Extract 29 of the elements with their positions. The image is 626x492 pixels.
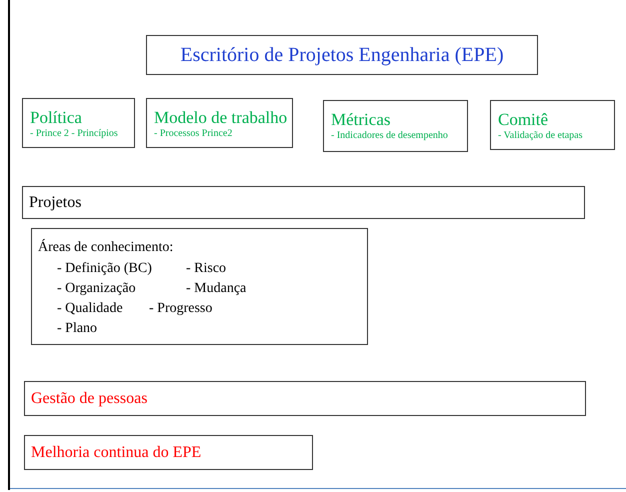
list-item: - Plano <box>57 320 98 338</box>
topic-heading: Política <box>30 108 83 127</box>
topic-heading: Comitê <box>498 110 550 129</box>
list-box <box>31 228 368 345</box>
list-item: - Risco <box>186 260 226 278</box>
topic-box <box>146 98 293 148</box>
list-item: - Mudança <box>186 280 246 298</box>
topic-box <box>323 100 468 152</box>
section-label: Gestão de pessoas <box>31 388 148 408</box>
list-item: - Organização <box>57 280 136 298</box>
list-item: - Qualidade <box>57 300 123 318</box>
topic-subtext: - Validação de etapas <box>498 129 584 143</box>
section-label: Projetos <box>29 192 82 212</box>
list-heading: Áreas de conhecimento: <box>38 239 174 257</box>
topic-subtext: - Prince 2 - Princípios <box>30 127 119 141</box>
section-label: Melhoria continua do EPE <box>31 442 202 462</box>
section-box <box>24 381 586 416</box>
title-box <box>146 35 538 75</box>
title-text: Escritório de Projetos Engenharia (EPE) <box>180 43 504 68</box>
topic-heading: Métricas <box>331 110 392 129</box>
list-item: - Progresso <box>149 300 212 318</box>
topic-box <box>22 98 135 148</box>
list-item: - Definição (BC) <box>57 260 152 278</box>
topic-subtext: - Indicadores de desempenho <box>331 129 449 143</box>
topic-subtext: - Processos Prince2 <box>154 127 234 141</box>
section-box <box>22 186 585 219</box>
topic-heading: Modelo de trabalho <box>154 108 285 127</box>
section-box <box>24 435 313 470</box>
topic-box <box>490 100 615 150</box>
